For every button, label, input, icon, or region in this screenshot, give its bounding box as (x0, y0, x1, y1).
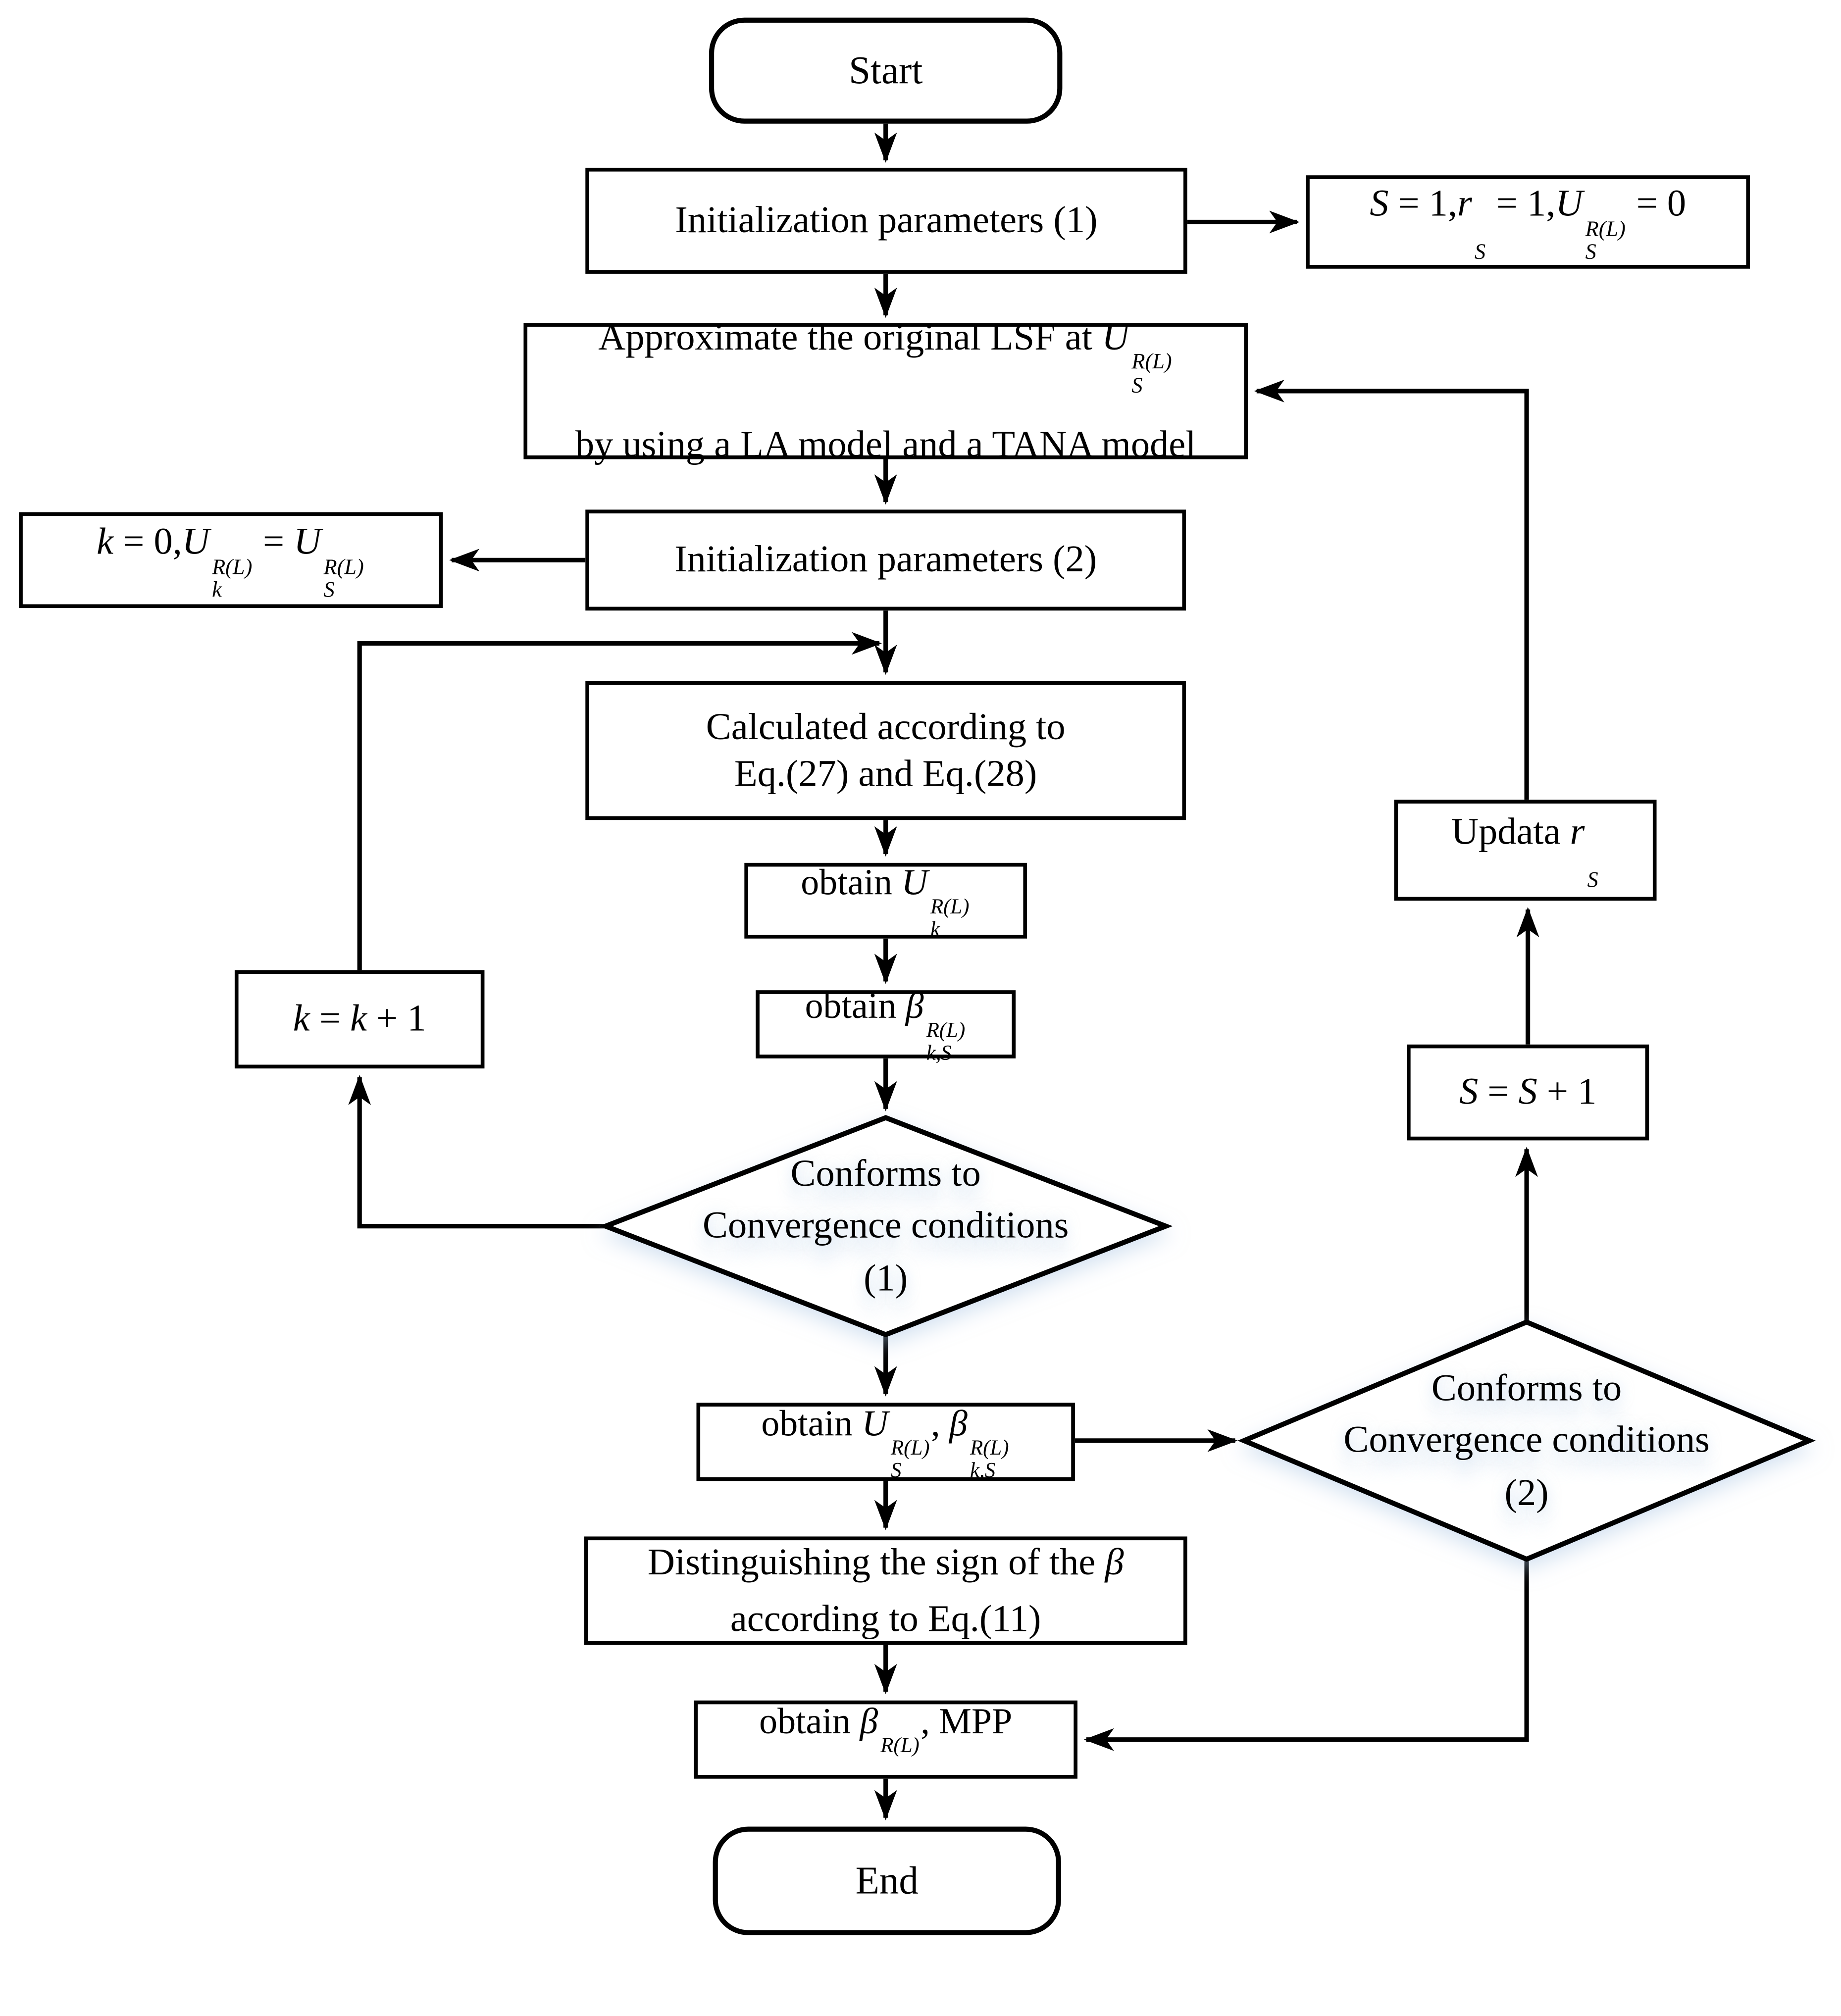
convergence-2-line: Convergence conditions (1343, 1419, 1710, 1462)
edge-conv2-obtainbmpp (1083, 1559, 1529, 1751)
convergence-1-line: Conforms to (790, 1153, 981, 1195)
convergence-2-diamond-shape (1237, 1319, 1816, 1562)
edge-updaters-approx (1254, 379, 1529, 800)
convergence-1-diamond: Conforms to Convergence conditions (1) (621, 1133, 1151, 1319)
convergence-1-line: Convergence conditions (702, 1205, 1069, 1247)
convergence-1-line: (1) (864, 1257, 908, 1299)
init-params-2-box: Initialization parameters (2) (585, 509, 1186, 611)
s-increment-box: S = S + 1 (1407, 1044, 1649, 1141)
calc-eq-box: Calculated according to Eq.(27) and Eq.(… (585, 681, 1186, 820)
edge-conv1-kinc (348, 1074, 606, 1229)
convergence-2-diamond: Conforms to Convergence conditions (2) (1236, 1347, 1817, 1534)
k-increment-box: k = k + 1 (234, 970, 485, 1069)
start-label: Start (849, 47, 923, 92)
init-params-1-box: Initialization parameters (1) (585, 167, 1187, 274)
convergence-2-line: Conforms to (1431, 1367, 1622, 1409)
calc-eq-label: Calculated according to Eq.(27) and Eq.(… (706, 706, 1066, 795)
s-increment-formula: S = S + 1 (1459, 1071, 1597, 1113)
convergence-2-line: (2) (1504, 1471, 1549, 1513)
init-params-2-label: Initialization parameters (2) (674, 539, 1097, 581)
end-terminal: End (713, 1826, 1061, 1935)
update-rs-box: Updata r S (1394, 800, 1657, 901)
edge-kinc-junction (357, 632, 882, 970)
end-label: End (855, 1858, 919, 1902)
convergence-1-diamond-shape (598, 1115, 1173, 1338)
init-params-1-label: Initialization parameters (1) (675, 200, 1098, 242)
start-terminal: Start (709, 17, 1063, 124)
k-increment-formula: k = k + 1 (293, 998, 426, 1040)
update-rs-label: Updata r S (1451, 811, 1598, 893)
